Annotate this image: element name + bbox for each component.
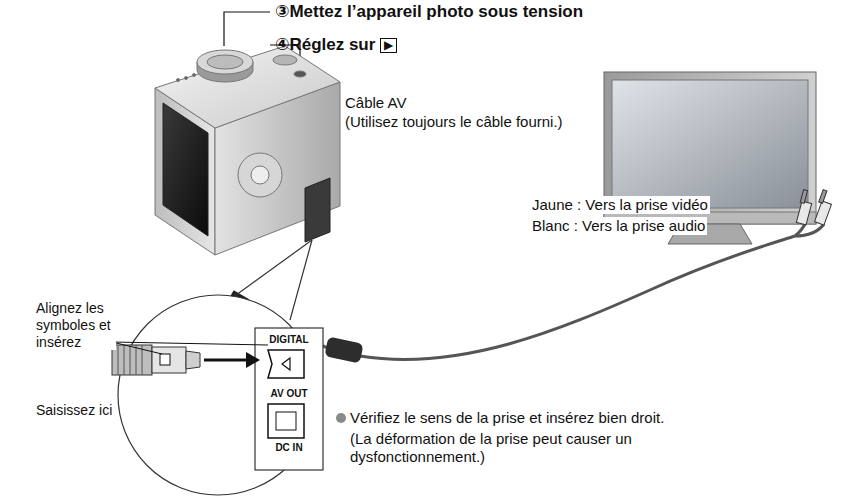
port-panel — [268, 350, 304, 378]
instruction-label: Saisissez ici — [34, 402, 114, 419]
camera — [305, 178, 330, 242]
camera — [193, 74, 196, 77]
port-panel — [268, 404, 304, 438]
camera — [197, 50, 253, 74]
camera — [294, 71, 306, 77]
camera — [155, 46, 340, 255]
camera — [177, 79, 180, 82]
zoom-plug — [112, 345, 260, 375]
port-label: DC IN — [255, 442, 323, 454]
leader-line — [112, 342, 268, 345]
plug-label: Blanc : Vers la prise audio — [530, 217, 707, 235]
port-panel — [255, 328, 323, 470]
rca-plug — [796, 190, 831, 225]
leader-line — [112, 342, 162, 354]
ferrite-core — [324, 336, 363, 363]
cable-label: Câble AV — [345, 94, 406, 112]
step-instruction: ③Mettez l’appareil photo sous tension — [275, 2, 583, 22]
zoom-plug — [118, 345, 119, 375]
bullet — [336, 413, 346, 423]
port-panel — [282, 358, 290, 370]
zoom-plug — [186, 351, 200, 369]
camera — [251, 166, 269, 184]
camera — [185, 77, 188, 80]
zoom-plug — [124, 345, 125, 375]
zoom-plug — [136, 345, 137, 375]
zoom-plug — [246, 352, 260, 368]
television — [612, 80, 808, 208]
zoom-callout — [232, 240, 312, 298]
cable-note: (Utilisez toujours le câble fourni.) — [345, 113, 563, 131]
note-text: Vérifiez le sens de la prise et insérez … — [350, 409, 664, 427]
zoom-callout — [290, 240, 312, 320]
av-cable — [360, 236, 795, 359]
zoom-plug — [204, 359, 246, 362]
port-panel — [276, 412, 296, 430]
port-panel — [255, 328, 323, 470]
plug-label: Jaune : Vers la prise vidéo — [530, 196, 710, 214]
zoom-plug — [152, 347, 186, 373]
port-label: DIGITAL — [255, 334, 323, 346]
camera — [238, 153, 282, 197]
note-text: (La déformation de la prise peut causer … — [350, 430, 680, 466]
play-symbol: ▶ — [380, 38, 397, 53]
zoom-plug — [130, 345, 131, 375]
leader-line — [112, 342, 268, 354]
zoom-plug — [112, 345, 152, 375]
camera — [163, 103, 208, 236]
rca-plug — [815, 201, 832, 225]
ferrite-core — [324, 336, 363, 363]
rca-plug — [800, 190, 807, 204]
rca-plug — [819, 190, 827, 204]
port-label: AV OUT — [255, 388, 323, 400]
rca-plug — [796, 201, 811, 225]
step-instruction: ④Réglez sur — [275, 35, 375, 55]
av-cable — [795, 224, 824, 236]
leader-line — [224, 12, 270, 46]
zoom-plug — [160, 354, 170, 365]
zoom-plug — [118, 345, 142, 375]
camera — [273, 55, 297, 65]
camera — [207, 55, 243, 69]
instruction-label: Alignez les symboles et insérez — [34, 300, 116, 350]
